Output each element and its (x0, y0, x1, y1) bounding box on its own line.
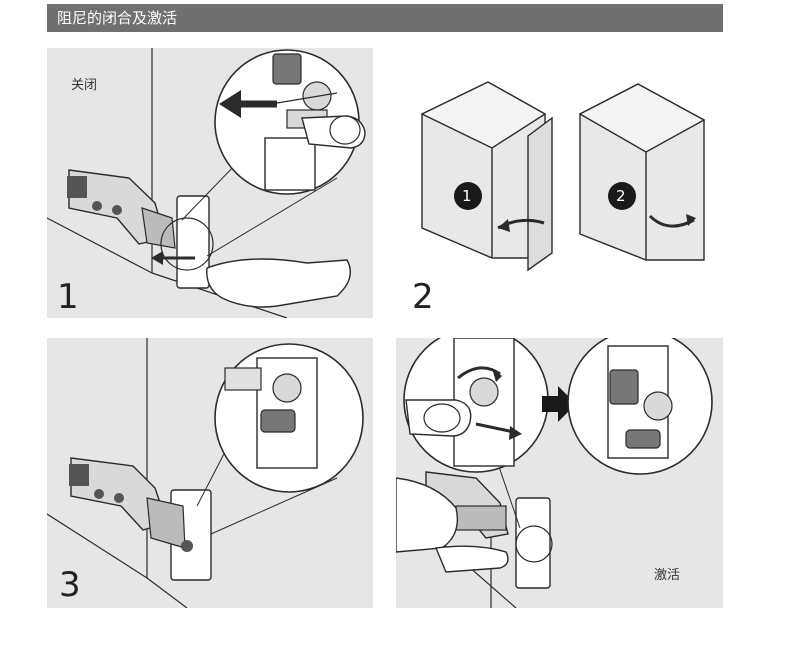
hinge-close-illustration (47, 48, 366, 318)
section-header: 阻尼的闭合及激活 (47, 4, 723, 32)
step-number-3: 3 (59, 565, 81, 605)
step-number-2: 2 (412, 277, 434, 317)
activate-label: 激活 (654, 568, 681, 583)
panel-step-3: 3 (47, 338, 373, 608)
badge-1: 1 (462, 187, 472, 205)
panel-step-1: 关闭 1 (47, 48, 373, 318)
section-title: 阻尼的闭合及激活 (57, 9, 178, 27)
step-number-1: 1 (57, 277, 79, 317)
panel-step-2: 1 2 2 (398, 48, 723, 318)
panel-step-4: 激活 (396, 338, 723, 608)
badge-2: 2 (616, 187, 626, 205)
hinge-closed-illustration (47, 338, 364, 608)
hinge-activation-illustration (396, 338, 713, 608)
cabinet-activation-illustration (420, 81, 706, 272)
close-label: 关闭 (71, 78, 98, 93)
